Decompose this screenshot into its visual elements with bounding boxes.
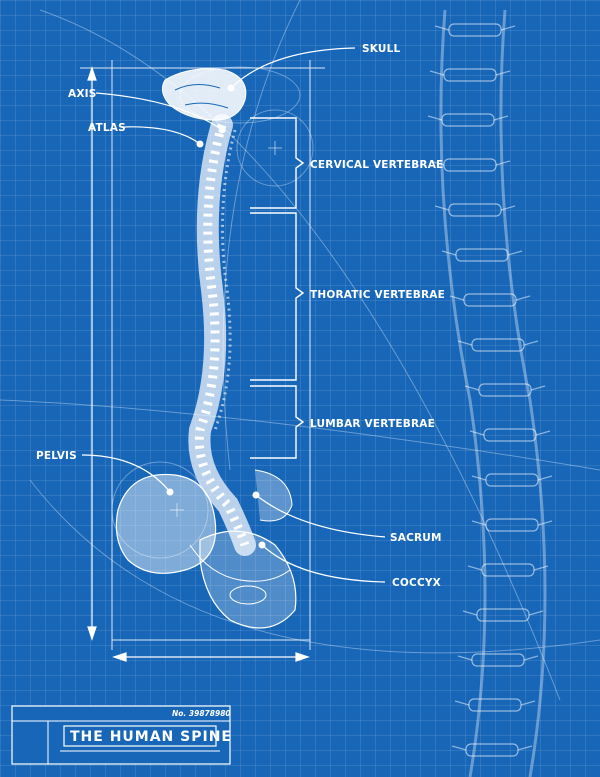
sacrum-label: SACRUM [390, 532, 442, 544]
construction-curves [0, 0, 600, 701]
pelvis-drawing [115, 469, 297, 629]
atlas-label: ATLAS [88, 122, 126, 134]
pelvis-label: PELVIS [36, 450, 77, 462]
axis-label: AXIS [68, 88, 97, 100]
cervical-vertebrae-label: CERVICAL VERTEBRAE [310, 159, 443, 171]
vertical-dimension [87, 66, 97, 641]
title-block [11, 705, 231, 765]
region-brackets [250, 117, 305, 459]
drawing-number: No. 39878980 [172, 709, 231, 718]
crosshairs [170, 141, 282, 517]
coccyx-label: COCCYX [392, 577, 441, 589]
lumbar-vertebrae-label: LUMBAR VERTEBRAE [310, 418, 435, 430]
thoratic-vertebrae-label: THORATIC VERTEBRAE [310, 289, 445, 301]
horizontal-dimension [112, 652, 310, 662]
anchor-dots [166, 84, 266, 549]
page-title: THE HUMAN SPINE [70, 729, 232, 745]
small-spine-drawing [188, 114, 256, 556]
skull-label: SKULL [362, 43, 401, 55]
skull-drawing [161, 68, 247, 121]
frame-lines [80, 60, 325, 650]
large-spine-drawing [427, 9, 553, 777]
leader-lines [81, 47, 386, 583]
